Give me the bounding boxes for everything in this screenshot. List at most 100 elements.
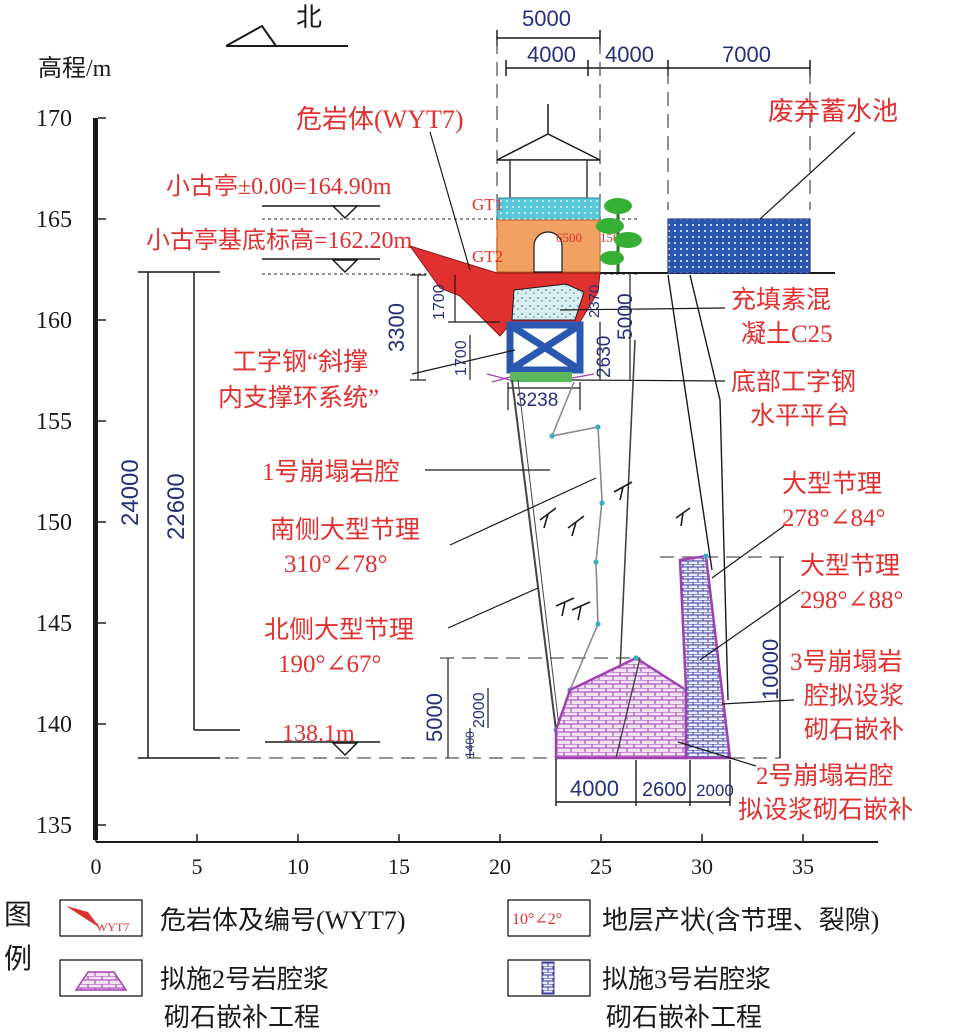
distance-axis: 0 5 10 15 20 25 30 35 xyxy=(91,834,878,879)
elevation-tick-label: 150 xyxy=(36,510,72,536)
joint278-label-line1: 大型节理 xyxy=(782,470,882,498)
legend-swatch-angle xyxy=(507,899,591,937)
dim-5000-right: 5000 xyxy=(614,293,637,340)
elevation-axis-bar xyxy=(93,118,98,840)
north-joint-trace xyxy=(511,379,557,760)
gt2-label: GT2 xyxy=(472,247,503,266)
pavilion xyxy=(496,104,601,273)
bottom-platform-label-line2: 水平平台 xyxy=(750,402,850,430)
elevation-tick-label: 170 xyxy=(36,106,72,132)
concrete-fill xyxy=(511,283,585,321)
elevation-tick-label: 135 xyxy=(36,813,72,839)
overall-dimensions xyxy=(138,271,240,759)
north-joint-label-line1: 北侧大型节理 xyxy=(264,616,414,644)
legend-title-line1: 图 xyxy=(4,900,32,931)
legend-item-cavity2-line2: 砌石嵌补工程 xyxy=(164,1003,320,1032)
dim-1700-b: 1700 xyxy=(453,340,470,376)
elevation-tick-label: 155 xyxy=(36,409,72,435)
pavilion-zero-label: 小古亭±0.00=164.90m xyxy=(166,173,392,200)
dim-2370: 2370 xyxy=(586,285,603,318)
south-joint-label-line2: 310°∠78° xyxy=(284,551,387,578)
legend-item-cavity3-line1: 拟施3号岩腔浆 xyxy=(602,965,771,994)
distance-tick-label: 5 xyxy=(192,854,203,879)
distance-tick-label: 0 xyxy=(91,854,102,879)
cavity2-masonry xyxy=(554,656,688,760)
elevation-tick-label: 165 xyxy=(36,207,72,233)
dim-3300: 3300 xyxy=(384,303,409,352)
legend-title-line2: 例 xyxy=(4,943,32,975)
distance-tick-label: 15 xyxy=(388,854,410,879)
dim-2630: 2630 xyxy=(594,336,615,378)
dim-24000: 24000 xyxy=(117,459,144,526)
gt1-block xyxy=(496,197,601,221)
distance-tick-label: 25 xyxy=(590,854,612,879)
wyt7-label: 危岩体(WYT7) xyxy=(296,105,464,134)
legend-item-cavity2-line1: 拟施2号岩腔浆 xyxy=(160,965,329,994)
dim-4000-bottom: 4000 xyxy=(570,776,619,801)
reservoir-block xyxy=(667,218,811,274)
elevation-tick-label: 160 xyxy=(36,308,72,334)
elevation-tick-label: 145 xyxy=(36,611,72,637)
distance-tick-label: 35 xyxy=(792,854,814,879)
north-arrow: 北 xyxy=(225,3,348,47)
legend: 图 例 WYT7 危岩体及编号(WYT7) 10°∠2° 地层产状(含节理、裂隙… xyxy=(4,899,879,1032)
bottom-platform-label-line1: 底部工字钢 xyxy=(731,368,856,396)
dim-3238: 3238 xyxy=(516,390,558,411)
dim-2000-lower: 2000 xyxy=(471,692,488,728)
top-dim-5000: 5000 xyxy=(522,6,571,31)
dim-10000: 10000 xyxy=(758,639,783,700)
steel-brace xyxy=(506,321,584,374)
joint298-label-line2: 298°∠88° xyxy=(800,587,903,614)
brace-label-line2: 内支撑环系统” xyxy=(218,384,379,412)
dim-6500: 6500 xyxy=(556,230,582,245)
legend-swatch-angle-label: 10°∠2° xyxy=(512,911,562,928)
top-dim-7000: 7000 xyxy=(722,42,771,67)
distance-tick-label: 30 xyxy=(691,854,713,879)
legend-item-cavity3-line2: 砌石嵌补工程 xyxy=(606,1003,762,1032)
dim-22600: 22600 xyxy=(163,473,190,540)
cavity3-label-line2: 腔拟设浆 xyxy=(804,682,904,710)
top-dimensions xyxy=(496,30,811,76)
brace-label-line1: 工字钢“斜撑 xyxy=(232,348,368,376)
dim-5000-lower: 5000 xyxy=(422,693,447,742)
top-dim-4000-b: 4000 xyxy=(605,42,654,67)
south-joint-label-line1: 南侧大型节理 xyxy=(270,516,420,544)
level-markers xyxy=(262,205,380,757)
gt1-label: GT1 xyxy=(472,195,503,214)
elevation-axis: 高程/m 170 165 160 155 150 145 140 135 xyxy=(36,55,112,840)
top-dim-4000-a: 4000 xyxy=(527,42,576,67)
tree-icon xyxy=(596,198,642,272)
legend-item-attitude: 地层产状(含节理、裂隙) xyxy=(602,906,879,935)
distance-tick-label: 20 xyxy=(489,854,511,879)
pavilion-base-label: 小古亭基底标高=162.20m xyxy=(146,227,413,254)
joint278-label-line2: 278°∠84° xyxy=(782,505,885,532)
legend-swatch-rock xyxy=(59,899,143,937)
legend-swatch-rock-label: WYT7 xyxy=(96,920,129,934)
concrete-label-line1: 充填素混 xyxy=(731,286,831,314)
cavity1-label: 1号崩塌岩腔 xyxy=(262,458,400,486)
cavity3-label-line3: 砌石嵌补 xyxy=(804,716,904,744)
concrete-label-line2: 凝土C25 xyxy=(741,320,833,348)
distance-tick-label: 10 xyxy=(287,854,309,879)
dim-1700-a: 1700 xyxy=(431,284,448,320)
north-joint-label-line2: 190°∠67° xyxy=(278,651,381,678)
dim-1400: 1400 xyxy=(463,731,477,758)
legend-item-rock: 危岩体及编号(WYT7) xyxy=(160,906,406,935)
dim-2600-bottom: 2600 xyxy=(642,779,687,801)
cavity3-label-line1: 3号崩塌岩 xyxy=(790,648,903,676)
reservoir-label: 废弃蓄水池 xyxy=(768,97,898,126)
elevation-axis-label: 高程/m xyxy=(38,55,112,82)
joint-symbols xyxy=(539,481,691,621)
north-label: 北 xyxy=(296,3,322,32)
dim-2000-bottom: 2000 xyxy=(696,781,734,800)
cavity2-label-line2: 拟设浆砌石嵌补 xyxy=(738,796,913,824)
local-dimensions xyxy=(410,274,631,410)
cavity2-label-line1: 2号崩塌岩腔 xyxy=(756,762,894,790)
elevation-138-label: 138.1m xyxy=(282,721,355,747)
platform-supports xyxy=(486,373,595,383)
elevation-tick-label: 140 xyxy=(36,712,72,738)
cavity1-outline xyxy=(550,381,603,731)
joint298-label-line1: 大型节理 xyxy=(800,552,900,580)
bottom-platform xyxy=(510,372,572,382)
